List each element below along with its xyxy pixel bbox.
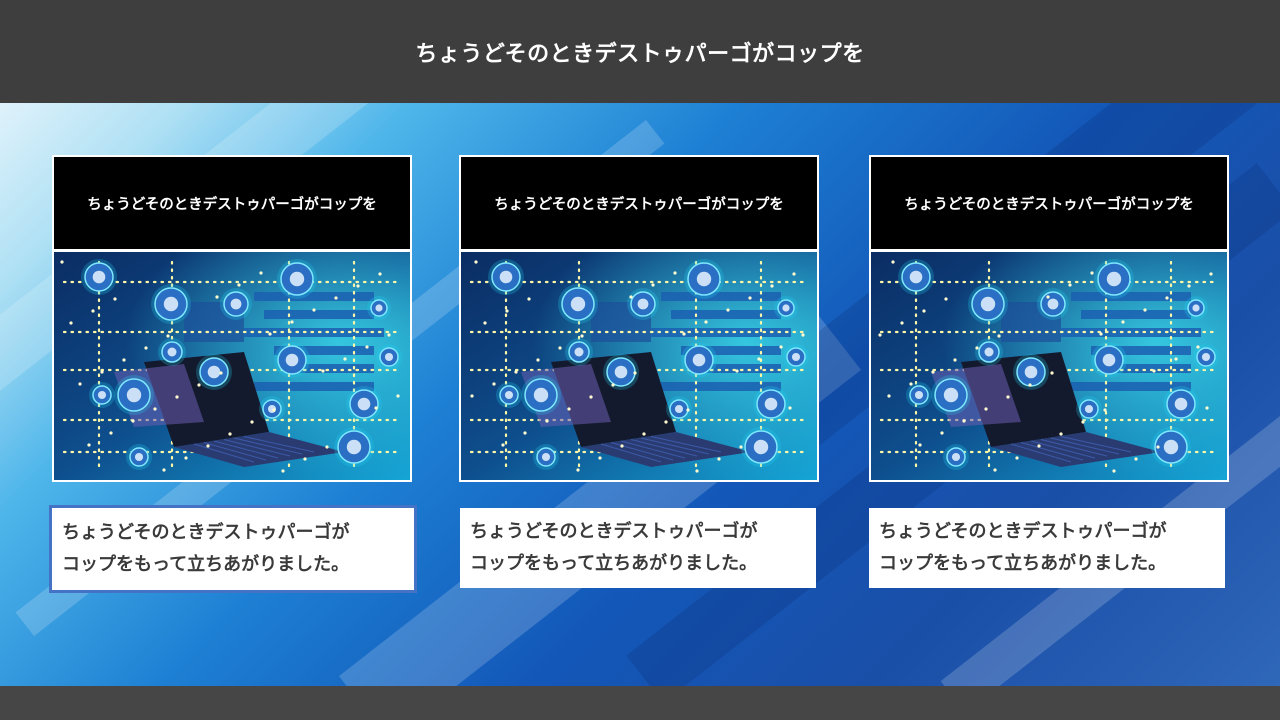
slide-header: ちょうどそのときデストゥパーゴがコップを xyxy=(0,0,1280,103)
card-title-box: ちょうどそのときデストゥパーゴがコップを xyxy=(459,155,819,251)
card-title-box: ちょうどそのときデストゥパーゴがコップを xyxy=(52,155,412,251)
cyber-technology-illustration xyxy=(461,252,817,480)
caption-text: ちょうどそのときデストゥパーゴが コップをもって立ちあがりました。 xyxy=(62,522,350,575)
caption-text: ちょうどそのときデストゥパーゴが コップをもって立ちあがりました。 xyxy=(879,521,1167,574)
card-title: ちょうどそのときデストゥパーゴがコップを xyxy=(494,196,784,213)
card-title: ちょうどそのときデストゥパーゴがコップを xyxy=(904,196,1194,213)
card-title-box: ちょうどそのときデストゥパーゴがコップを xyxy=(869,155,1229,251)
card-image[interactable] xyxy=(52,250,412,482)
caption-box-3[interactable]: ちょうどそのときデストゥパーゴが コップをもって立ちあがりました。 xyxy=(869,508,1225,588)
slide-footer xyxy=(0,686,1280,720)
slide-title: ちょうどそのときデストゥパーゴがコップを xyxy=(415,41,865,67)
cyber-technology-illustration xyxy=(54,252,410,480)
caption-text: ちょうどそのときデストゥパーゴが コップをもって立ちあがりました。 xyxy=(470,521,758,574)
card-image[interactable] xyxy=(459,250,819,482)
caption-box-1[interactable]: ちょうどそのときデストゥパーゴが コップをもって立ちあがりました。 xyxy=(49,505,417,593)
card-title: ちょうどそのときデストゥパーゴがコップを xyxy=(87,196,377,213)
cyber-technology-illustration xyxy=(871,252,1227,480)
caption-box-2[interactable]: ちょうどそのときデストゥパーゴが コップをもって立ちあがりました。 xyxy=(460,508,816,588)
card-image[interactable] xyxy=(869,250,1229,482)
